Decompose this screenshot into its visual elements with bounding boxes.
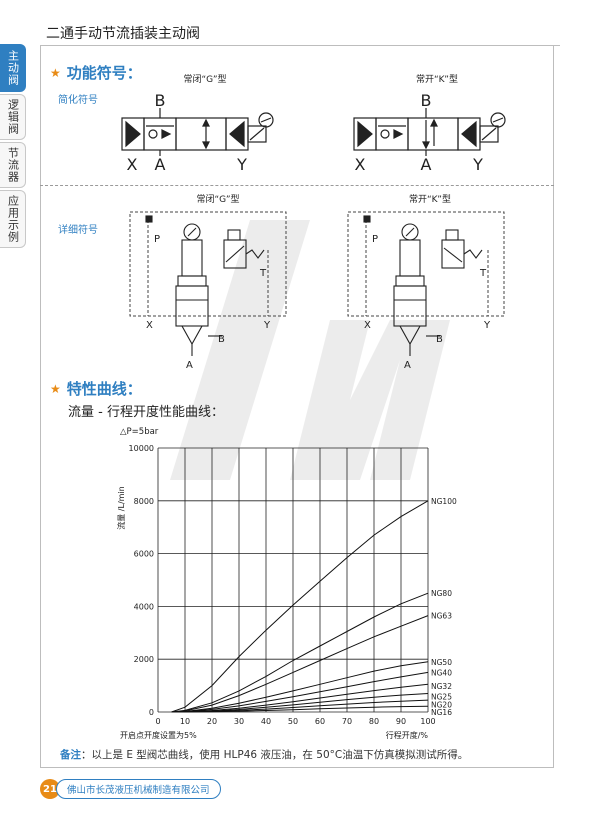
- star-icon: ★: [50, 381, 61, 396]
- port-a-label: A: [404, 360, 411, 368]
- port-p-label: P: [372, 234, 378, 245]
- y-tick-label: 6000: [134, 550, 154, 559]
- port-t-label: T: [259, 268, 267, 279]
- series-label: NG63: [431, 612, 452, 621]
- series-label: NG80: [431, 589, 452, 598]
- side-tab-label: 逻辑阀: [6, 99, 20, 135]
- series-label: NG25: [431, 693, 452, 702]
- port-t-label: T: [479, 268, 487, 279]
- detailed-symbol-g: 常闭“G”型 P T X Y A B: [129, 193, 287, 368]
- port-y-label: Y: [236, 155, 247, 174]
- x-tick-label: 90: [396, 717, 406, 726]
- port-a-label: A: [186, 360, 193, 368]
- note-text: ：以上是 E 型阀芯曲线，使用 HLP46 液压油，在 50°C油温下仿真模拟测…: [81, 749, 469, 761]
- port-x-label: X: [364, 320, 371, 331]
- type-label: 常开“K”型: [416, 73, 458, 85]
- x-tick-label: 30: [234, 717, 244, 726]
- side-tab-application[interactable]: 应用示例: [0, 190, 26, 248]
- port-x-label: X: [146, 320, 153, 331]
- symbols-heading: ★ 功能符号：: [50, 62, 142, 83]
- curve-caption: 流量 - 行程开度性能曲线：: [68, 405, 224, 420]
- port-b-label: B: [421, 91, 432, 110]
- footer: 21 佛山市长茂液压机械制造有限公司: [40, 779, 221, 799]
- type-label: 常开“K”型: [409, 193, 451, 205]
- y-tick-label: 0: [149, 708, 154, 717]
- port-a-label: A: [155, 155, 166, 174]
- y-tick-label: 4000: [134, 602, 154, 611]
- y-tick-label: 8000: [134, 497, 154, 506]
- x-tick-label: 100: [420, 717, 435, 726]
- side-tab-throttle[interactable]: 节流器: [0, 142, 26, 188]
- detailed-symbol-k: 常开“K”型 P T X Y A B: [347, 193, 505, 368]
- port-b-label: B: [155, 91, 166, 110]
- company-name: 佛山市长茂液压机械制造有限公司: [56, 779, 221, 799]
- type-label: 常闭“G”型: [183, 73, 226, 85]
- port-b-label: B: [218, 334, 225, 345]
- y-axis-label: 流量 /L/min: [116, 486, 126, 529]
- curves-heading: ★ 特性曲线：: [50, 378, 142, 399]
- port-y-label: Y: [472, 155, 483, 174]
- port-x-label: X: [127, 155, 138, 174]
- series-line-ng80: [171, 592, 429, 713]
- x-tick-label: 60: [315, 717, 325, 726]
- x-tick-label: 40: [261, 717, 271, 726]
- port-y-label: Y: [483, 320, 491, 331]
- x-tick-label: 0: [155, 717, 160, 726]
- note-label: 备注: [60, 749, 81, 761]
- x-tick-label: 10: [180, 717, 190, 726]
- port-a-label: A: [421, 155, 432, 174]
- star-icon: ★: [50, 65, 61, 80]
- side-tab-logic-valve[interactable]: 逻辑阀: [0, 94, 26, 140]
- port-p-label: P: [154, 234, 160, 245]
- series-label: NG40: [431, 668, 452, 677]
- symbols-heading-text: 功能符号：: [66, 64, 142, 82]
- series-line-ng63: [171, 615, 429, 713]
- series-label: NG20: [431, 701, 452, 710]
- series-line-ng32: [171, 683, 429, 713]
- x-note-label: 开启点开度设置为5%: [120, 730, 197, 740]
- simplified-symbol-k: 常开“K”型 B X A Y: [353, 73, 506, 174]
- series-label: NG16: [431, 708, 452, 717]
- port-b-label: B: [436, 334, 443, 345]
- note: 备注：以上是 E 型阀芯曲线，使用 HLP46 液压油，在 50°C油温下仿真模…: [60, 747, 468, 762]
- series-label: NG32: [431, 682, 452, 691]
- x-tick-label: 50: [288, 717, 298, 726]
- condition-label: △P=5bar: [120, 427, 159, 437]
- flow-stroke-chart: 0 10 20 30 40 50 60 70 80 90 100 0 2000 4000 6000 8000 1…: [116, 427, 457, 740]
- simplified-symbol-label: 简化符号: [58, 95, 98, 106]
- curves-heading-text: 特性曲线：: [66, 380, 142, 398]
- side-tab-nav: 主动阀 逻辑阀 节流器 应用示例: [0, 44, 26, 250]
- y-tick-label: 10000: [129, 444, 154, 453]
- series-line-ng16: [171, 705, 429, 713]
- series-label: NG100: [431, 497, 457, 506]
- x-tick-label: 20: [207, 717, 217, 726]
- side-tab-label: 应用示例: [6, 195, 20, 243]
- y-tick-label: 2000: [134, 655, 154, 664]
- page-number: 21: [40, 779, 60, 799]
- x-tick-label: 80: [369, 717, 379, 726]
- page-title: 二通手动节流插装主动阀: [46, 26, 200, 42]
- x-axis-label: 行程开度/%: [386, 730, 429, 740]
- side-tab-main-valve[interactable]: 主动阀: [0, 44, 26, 92]
- x-tick-label: 70: [342, 717, 352, 726]
- simplified-symbol-g: 常闭“G”型 B X A Y: [121, 73, 274, 174]
- series-line-ng50: [171, 661, 429, 713]
- series-line-ng100: [171, 500, 429, 713]
- series-line-ng40: [171, 671, 429, 713]
- content-frame: [40, 46, 554, 768]
- type-label: 常闭“G”型: [196, 193, 239, 205]
- section-divider: [40, 185, 554, 186]
- series-label: NG50: [431, 658, 452, 667]
- side-tab-label: 主动阀: [6, 50, 20, 86]
- port-y-label: Y: [263, 320, 271, 331]
- title-divider: [40, 45, 560, 46]
- detailed-symbol-label: 详细符号: [58, 225, 98, 236]
- port-x-label: X: [355, 155, 366, 174]
- side-tab-label: 节流器: [6, 147, 20, 183]
